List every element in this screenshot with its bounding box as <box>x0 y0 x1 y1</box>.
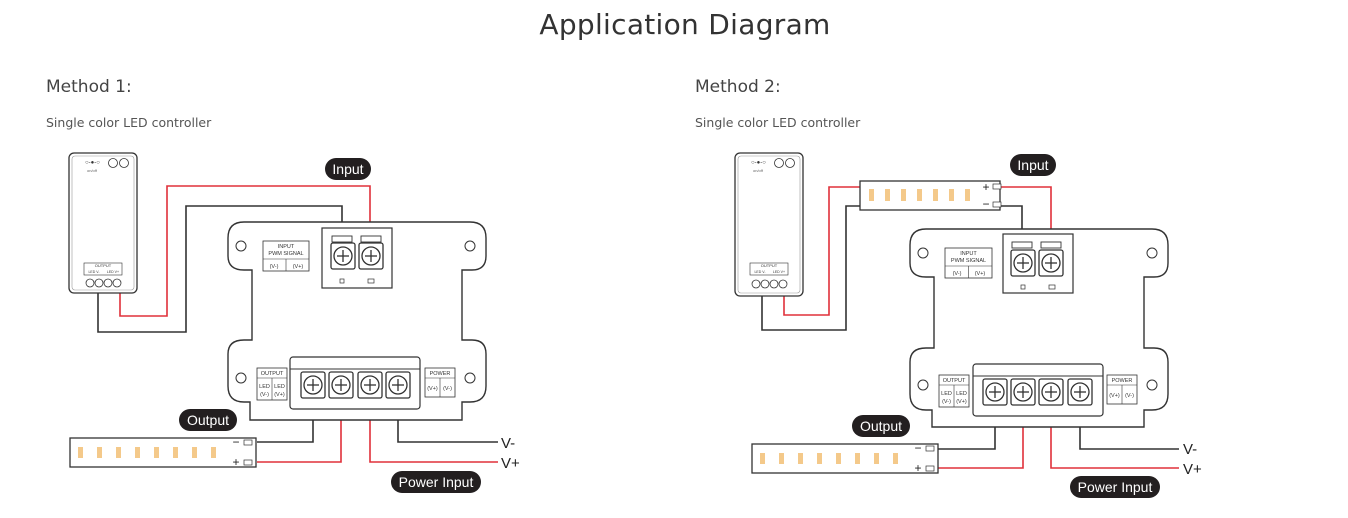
method-2-power-badge: Power Input <box>1070 476 1160 498</box>
svg-text:OUTPUT: OUTPUT <box>943 378 966 384</box>
svg-text:(V+): (V+) <box>975 271 986 277</box>
svg-text:Power Input: Power Input <box>1078 479 1153 495</box>
method-1-remote: ○-●-○ on/off OUTPUT LED V- LED V+ <box>68 152 138 294</box>
svg-text:OUTPUT: OUTPUT <box>761 263 778 268</box>
svg-text:INPUT: INPUT <box>278 244 295 250</box>
svg-text:(V+): (V+) <box>427 386 438 392</box>
svg-text:(V+): (V+) <box>956 399 967 405</box>
method-1-diagram: ○-●-○ on/off OUTPUT LED V- LED V+ <box>68 152 520 493</box>
svg-text:LED V+: LED V+ <box>773 270 785 274</box>
method-2-heading: Method 2: <box>695 77 781 97</box>
power-plus-wire <box>369 402 498 463</box>
method-1-heading: Method 1: <box>46 77 132 97</box>
svg-text:LED: LED <box>956 391 967 397</box>
signal-plus-wire <box>783 186 860 316</box>
page-title: Application Diagram <box>539 8 831 41</box>
svg-text:POWER: POWER <box>1112 378 1133 384</box>
method-2-led-strip: − + <box>751 441 939 475</box>
signal-minus-wire <box>97 205 343 333</box>
method-1-output-badge: Output <box>179 409 237 431</box>
signal-minus-wire <box>761 205 860 331</box>
strip-minus-label: − <box>914 441 921 455</box>
svg-text:Input: Input <box>332 161 363 177</box>
method-1-led-strip: − + <box>69 435 257 469</box>
strip-minus-label: − <box>232 435 239 449</box>
svg-text:(V-): (V-) <box>270 264 279 270</box>
svg-text:LED: LED <box>274 384 285 390</box>
svg-text:LED V-: LED V- <box>88 270 100 274</box>
svg-text:(V-): (V-) <box>443 386 452 392</box>
svg-text:LED: LED <box>259 384 270 390</box>
svg-text:OUTPUT: OUTPUT <box>261 371 284 377</box>
svg-text:PWM SIGNAL: PWM SIGNAL <box>951 258 986 264</box>
method-2-signal-strip: + − <box>859 180 1002 211</box>
method-2-controller: INPUT PWM SIGNAL (V-) (V+) OUTPUT LED (V… <box>909 228 1169 428</box>
svg-text:Output: Output <box>187 412 229 428</box>
method-1-subtitle: Single color LED controller <box>46 115 212 130</box>
svg-text:OUTPUT: OUTPUT <box>95 263 112 268</box>
method-1-power-badge: Power Input <box>391 471 481 493</box>
method-2-remote: ○-●-○ on/off OUTPUT LED V- LED V+ <box>734 152 804 297</box>
svg-text:Input: Input <box>1017 157 1048 173</box>
svg-text:LED: LED <box>941 391 952 397</box>
svg-text:Power Input: Power Input <box>399 474 474 490</box>
svg-text:○-●-○: ○-●-○ <box>751 160 766 166</box>
method-1-controller: INPUT PWM SIGNAL (V-) (V+) OUTPUT LED (V… <box>227 221 487 421</box>
svg-text:LED V+: LED V+ <box>107 270 119 274</box>
svg-text:INPUT: INPUT <box>960 251 977 257</box>
v-minus-label: V- <box>501 435 515 452</box>
svg-text:PWM SIGNAL: PWM SIGNAL <box>268 251 303 257</box>
output-plus-wire <box>932 410 1024 469</box>
strip-plus-label: + <box>232 455 239 469</box>
svg-text:(V-): (V-) <box>1125 393 1134 399</box>
svg-text:on/off: on/off <box>753 168 764 173</box>
method-2-subtitle: Single color LED controller <box>695 115 861 130</box>
svg-text:(V+): (V+) <box>274 392 285 398</box>
signal-plus-wire <box>119 185 371 317</box>
method-2-input-badge: Input <box>1010 154 1056 176</box>
svg-text:(V-): (V-) <box>953 271 962 277</box>
v-plus-label: V+ <box>1183 461 1202 478</box>
signal-strip-minus-label: − <box>982 197 989 211</box>
svg-text:Output: Output <box>860 418 902 434</box>
signal-strip-plus-label: + <box>982 180 989 194</box>
svg-text:(V+): (V+) <box>293 264 304 270</box>
svg-text:POWER: POWER <box>430 371 451 377</box>
power-plus-wire <box>1050 410 1179 469</box>
svg-text:LED V-: LED V- <box>754 270 766 274</box>
method-1-wires <box>97 185 498 463</box>
method-2-wires <box>761 186 1179 469</box>
output-plus-wire <box>257 402 342 463</box>
method-2-diagram: ○-●-○ on/off OUTPUT LED V- LED V+ + <box>734 152 1202 498</box>
svg-text:(V+): (V+) <box>1109 393 1120 399</box>
method-1-input-badge: Input <box>325 158 371 180</box>
strip-plus-label: + <box>914 461 921 475</box>
v-plus-label: V+ <box>501 455 520 472</box>
svg-text:on/off: on/off <box>87 168 98 173</box>
signal-plus-wire-b <box>1000 186 1052 243</box>
method-2-output-badge: Output <box>852 415 910 437</box>
v-minus-label: V- <box>1183 441 1197 458</box>
svg-text:(V-): (V-) <box>260 392 269 398</box>
svg-text:(V-): (V-) <box>942 399 951 405</box>
svg-text:○-●-○: ○-●-○ <box>85 160 100 166</box>
